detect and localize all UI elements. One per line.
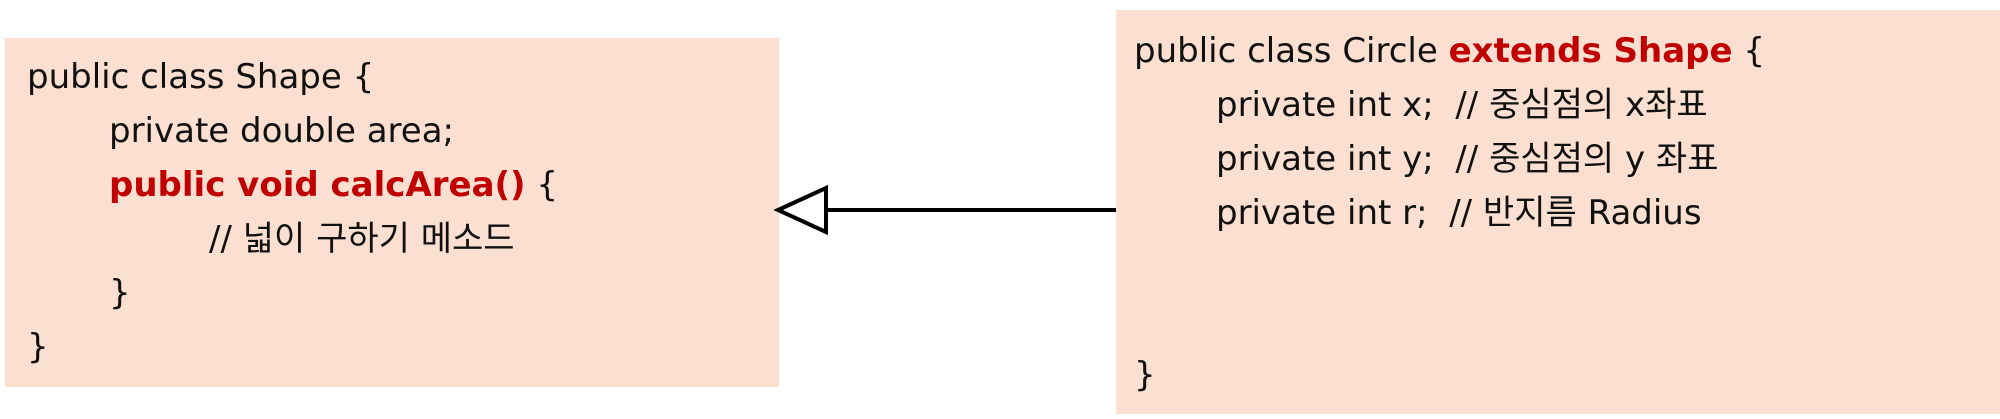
shape-area-field: private double area;	[109, 111, 454, 151]
circle-class-close-brace: }	[1134, 355, 1156, 395]
calcarea-open-brace: {	[525, 165, 559, 205]
hollow-triangle-arrow-icon	[773, 184, 828, 236]
circle-class-prefix: public class Circle	[1134, 31, 1449, 71]
circle-blank-line	[1134, 240, 2000, 294]
circle-blank-line	[1134, 294, 2000, 348]
circle-y-field: private int y; // 중심점의 y 좌표	[1216, 139, 1719, 179]
calcarea-signature: public void calcArea()	[109, 165, 526, 205]
shape-calcarea-method: public void calcArea() {	[27, 158, 779, 212]
circle-class-declaration: public class Circle extends Shape {	[1134, 24, 2000, 78]
circle-x-field: private int x; // 중심점의 x좌표	[1216, 85, 1708, 125]
shape-class-declaration: public class Shape {	[27, 57, 375, 97]
shape-method-comment: // 넓이 구하기 메소드	[209, 219, 515, 259]
inheritance-arrow	[773, 184, 1116, 236]
circle-open-brace: {	[1732, 31, 1766, 71]
shape-class-box: public class Shape { private double area…	[5, 38, 779, 387]
circle-r-field: private int r; // 반지름 Radius	[1216, 193, 1702, 233]
circle-class-box: public class Circle extends Shape { priv…	[1116, 10, 2000, 414]
shape-method-close-brace: }	[109, 273, 131, 313]
shape-class-close-brace: }	[27, 327, 49, 367]
extends-shape-keyword: extends Shape	[1448, 31, 1733, 71]
